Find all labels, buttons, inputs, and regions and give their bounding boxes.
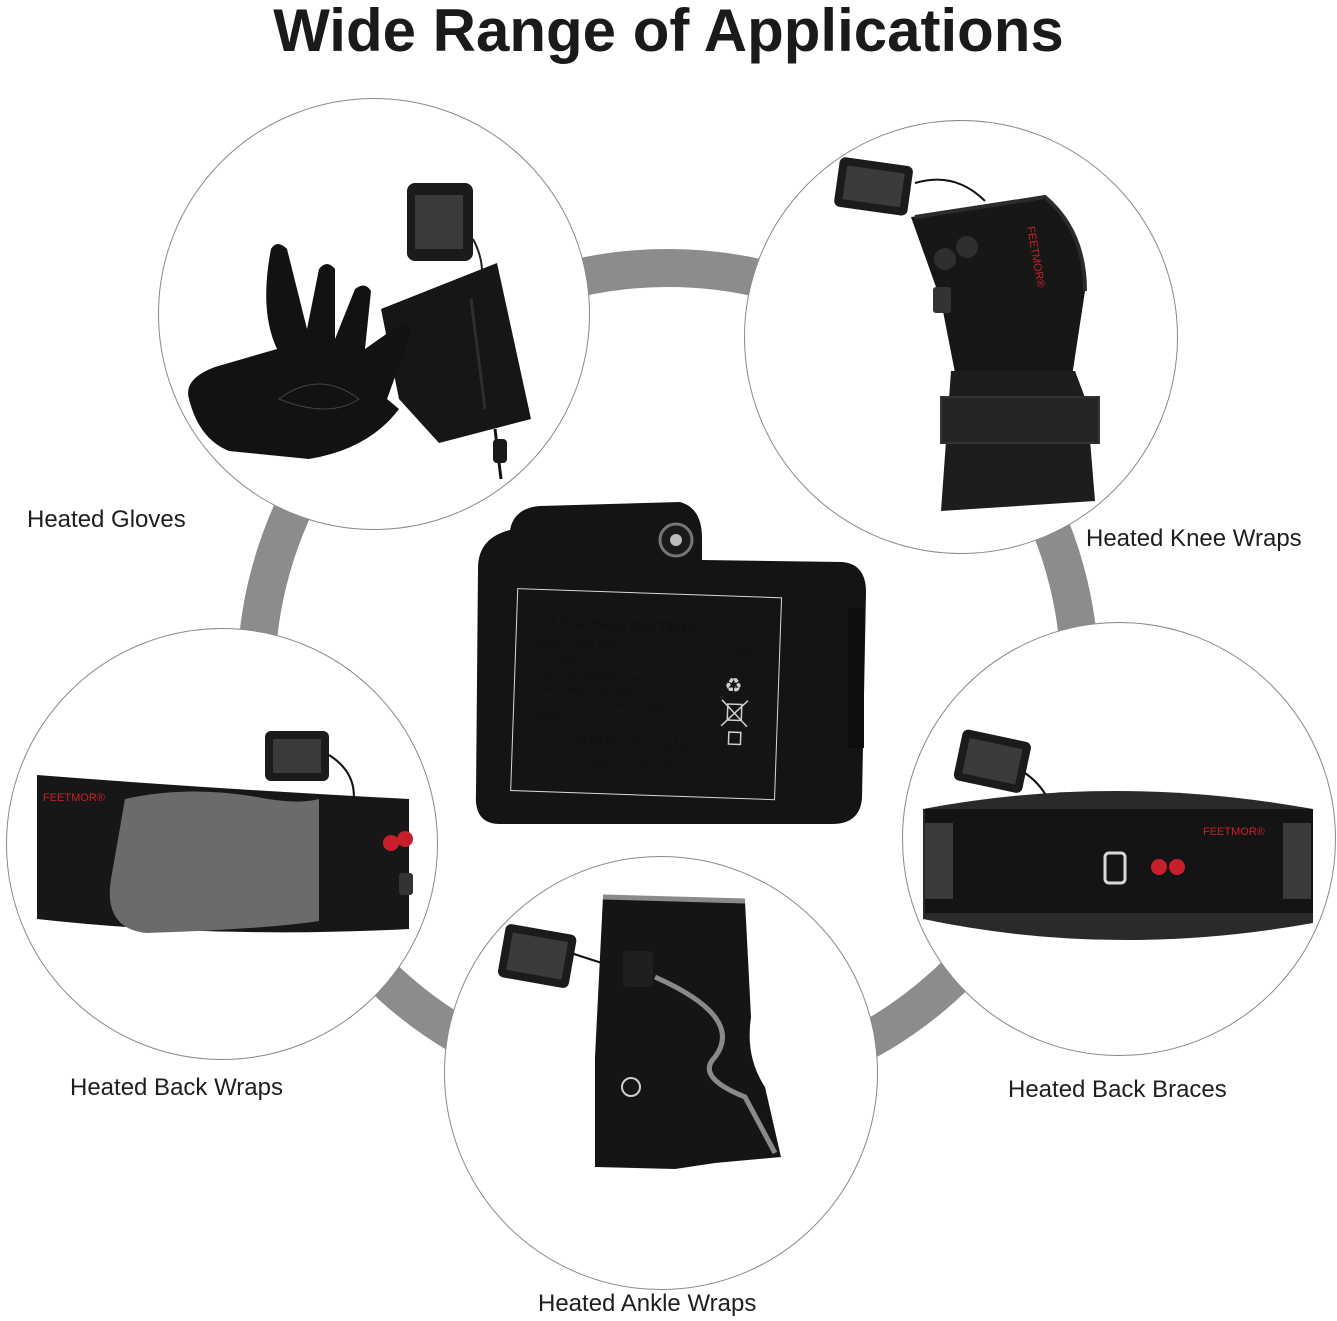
ankle-wrap-bubble: [444, 856, 878, 1290]
battery-spec: 7.4V 3000mAh 22.2Wh: [640, 642, 754, 658]
label-heated-back-wraps: Heated Back Wraps: [70, 1074, 283, 1101]
ankle-wrap-icon: [497, 894, 781, 1169]
page-title: Wide Range of Applications: [273, 0, 1064, 64]
glove-icon: [188, 183, 531, 480]
label-heated-ankle-wraps: Heated Ankle Wraps: [538, 1290, 757, 1317]
label-heated-knee-wraps: Heated Knee Wraps: [1086, 525, 1302, 552]
recycle-icon: ♻: [724, 673, 743, 698]
battery-warning-line: *Use only specified charger: [535, 669, 658, 684]
battery-image: LI POLYMER BATTERY Model:HWX-B01 7.4V 30…: [475, 502, 866, 824]
battery-name: LI POLYMER BATTERY: [542, 615, 696, 636]
knee-wrap-bubble: FEETMOR®: [744, 120, 1178, 554]
knee-wrap-icon: FEETMOR®: [834, 157, 1100, 511]
battery-model: Model:HWX-B01: [536, 636, 618, 651]
back-brace-bubble: FEETMOR®: [902, 622, 1336, 1056]
label-heated-gloves: Heated Gloves: [27, 506, 186, 533]
back-brace-icon: FEETMOR®: [923, 729, 1313, 941]
gloves-bubble: [158, 98, 590, 530]
battery-warning: WARNING:: [533, 653, 584, 666]
double-insulation-icon: [727, 731, 742, 746]
battery-warning-line: *Do not disassemblem, crush,: [534, 697, 667, 713]
svg-text:FEETMOR®: FEETMOR®: [1203, 826, 1265, 838]
no-trash-icon: [720, 699, 749, 728]
label-heated-back-braces: Heated Back Braces: [1008, 1076, 1227, 1103]
back-wrap-icon: FEETMOR®: [37, 731, 413, 933]
battery-warning-line: puncture or short-circuit: [535, 711, 641, 726]
battery-warning-line: *Keep away from heat: [534, 683, 633, 697]
svg-text:FEETMOR®: FEETMOR®: [43, 792, 105, 804]
back-wrap-bubble: FEETMOR®: [6, 628, 438, 1060]
battery-origin: MADE IN CHINA: [574, 734, 696, 755]
